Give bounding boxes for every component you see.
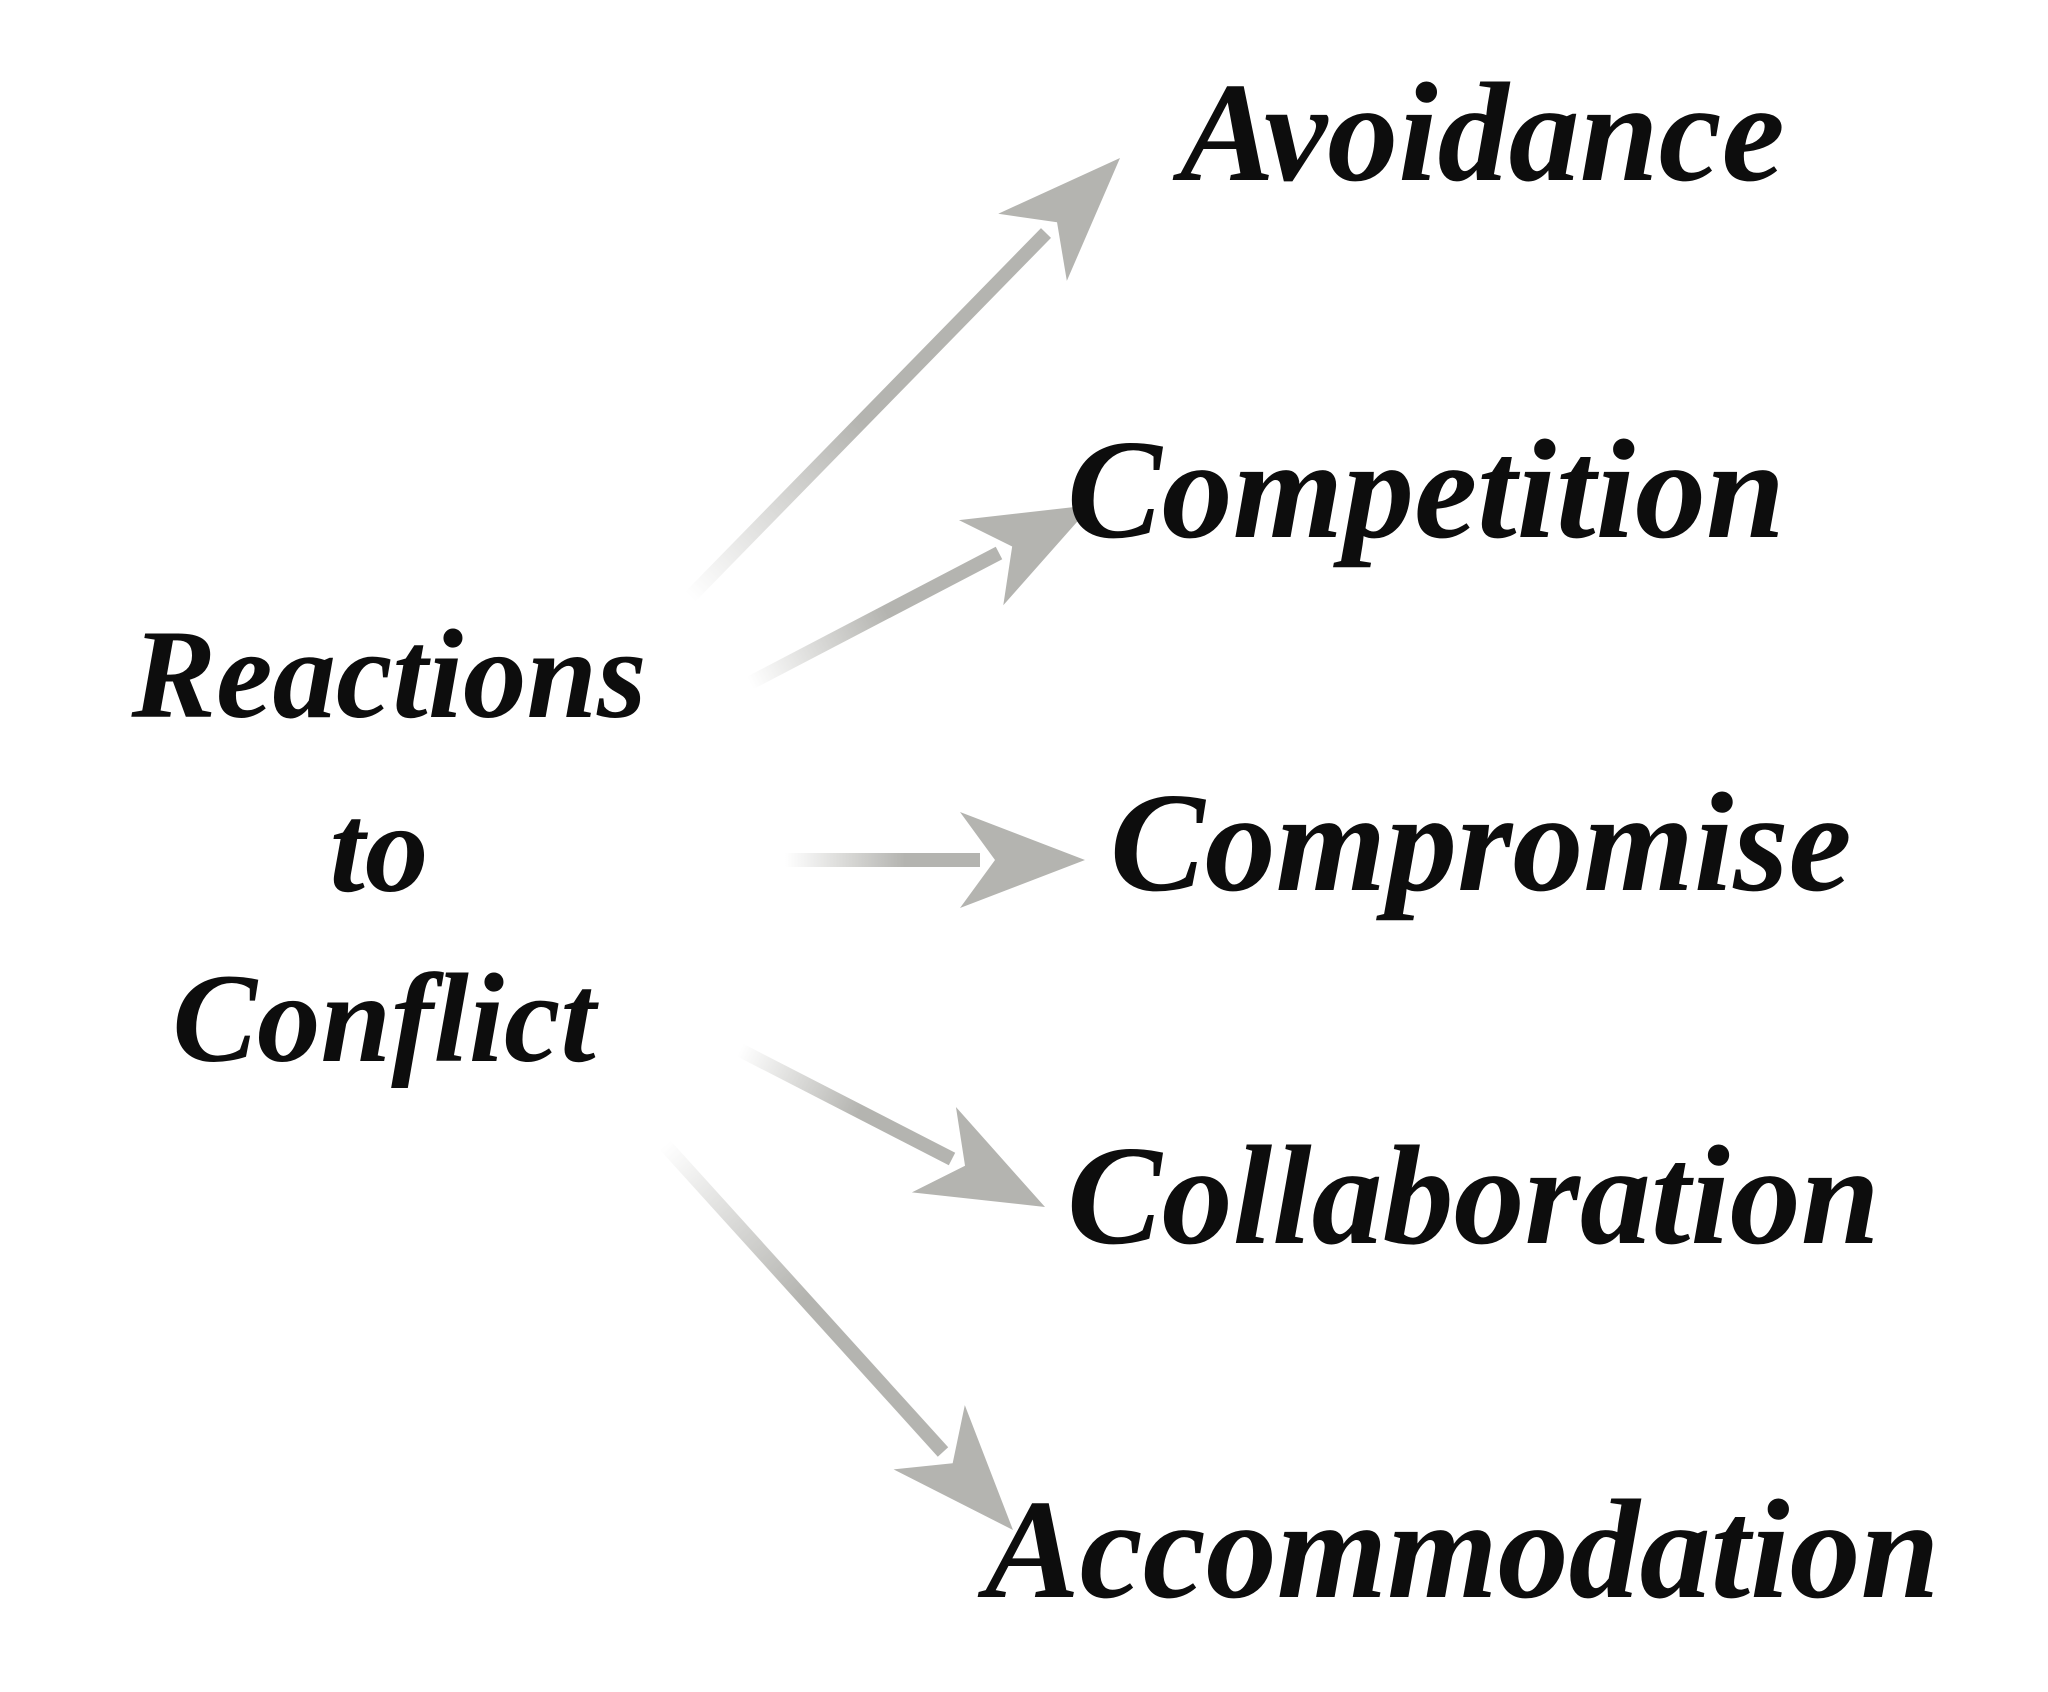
hub-label-line-conflict: Conflict bbox=[172, 949, 596, 1089]
hub-label-line-reactions: Reactions bbox=[131, 605, 647, 745]
label-competition: Competition bbox=[1067, 410, 1785, 568]
label-accommodation: Accommodation bbox=[985, 1470, 1940, 1628]
arrow-to-compromise bbox=[785, 812, 1085, 908]
arrow-to-competition bbox=[746, 505, 1092, 690]
arrow-to-accommodation bbox=[659, 1140, 1013, 1530]
label-avoidance: Avoidance bbox=[1180, 53, 1785, 211]
label-collaboration: Collaboration bbox=[1067, 1116, 1880, 1274]
hub-label-line-to: to bbox=[329, 779, 429, 919]
arrow-to-collaboration bbox=[736, 1043, 1045, 1207]
arrow-to-avoidance bbox=[684, 158, 1120, 602]
label-compromise: Compromise bbox=[1110, 763, 1852, 921]
